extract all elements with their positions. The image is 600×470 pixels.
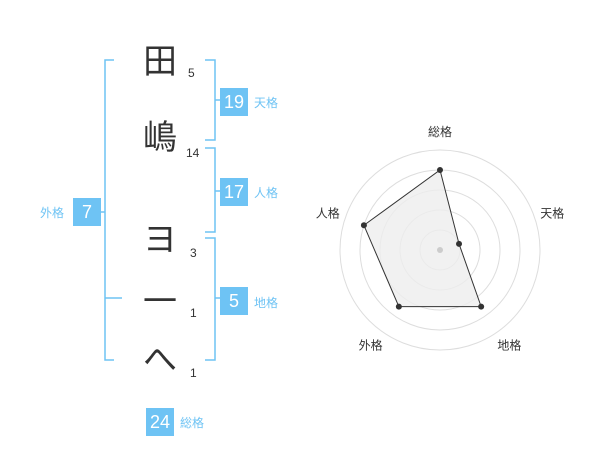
jinkaku-label: 人格: [254, 186, 279, 200]
soukaku-label: 総格: [180, 416, 205, 430]
jinkaku-value: 17: [220, 178, 248, 206]
gaikaku-label: 外格: [40, 206, 65, 220]
char-5: へ: [143, 340, 177, 380]
stroke-count-3: 3: [190, 246, 197, 260]
gaikaku-bracket: [104, 59, 114, 361]
radar-center-dot: [437, 247, 443, 253]
radar-area: [363, 169, 482, 308]
char-3: ヨ: [143, 220, 177, 260]
char-4: 一: [143, 282, 177, 322]
radar-axis-label: 人格: [316, 206, 340, 221]
chikaku-label: 地格: [254, 296, 279, 310]
radar-point-4: [395, 303, 402, 310]
radar-axis-label: 外格: [359, 337, 383, 352]
stroke-count-1: 5: [188, 66, 195, 80]
radar-point-2: [456, 240, 463, 247]
radar-axis-label: 天格: [540, 206, 564, 221]
soukaku-value: 24: [146, 408, 174, 436]
tenkaku-label: 天格: [254, 96, 279, 110]
chikaku-value: 5: [220, 287, 248, 315]
tenkaku-value: 19: [220, 88, 248, 116]
char-2: 嶋: [143, 118, 177, 158]
char-1: 田: [143, 42, 177, 82]
stroke-count-2: 14: [186, 146, 200, 160]
jinkaku-bracket: [205, 147, 216, 233]
radar-point-5: [360, 222, 367, 229]
chikaku-bracket: [205, 237, 216, 361]
radar-point-1: [437, 167, 443, 173]
stroke-count-4: 1: [190, 306, 197, 320]
radar-point-3: [478, 303, 485, 310]
radar-axis-label: 総格: [428, 124, 452, 139]
radar-axis-label: 地格: [497, 337, 521, 352]
stroke-count-5: 1: [190, 366, 197, 380]
gaikaku-value: 7: [73, 198, 101, 226]
